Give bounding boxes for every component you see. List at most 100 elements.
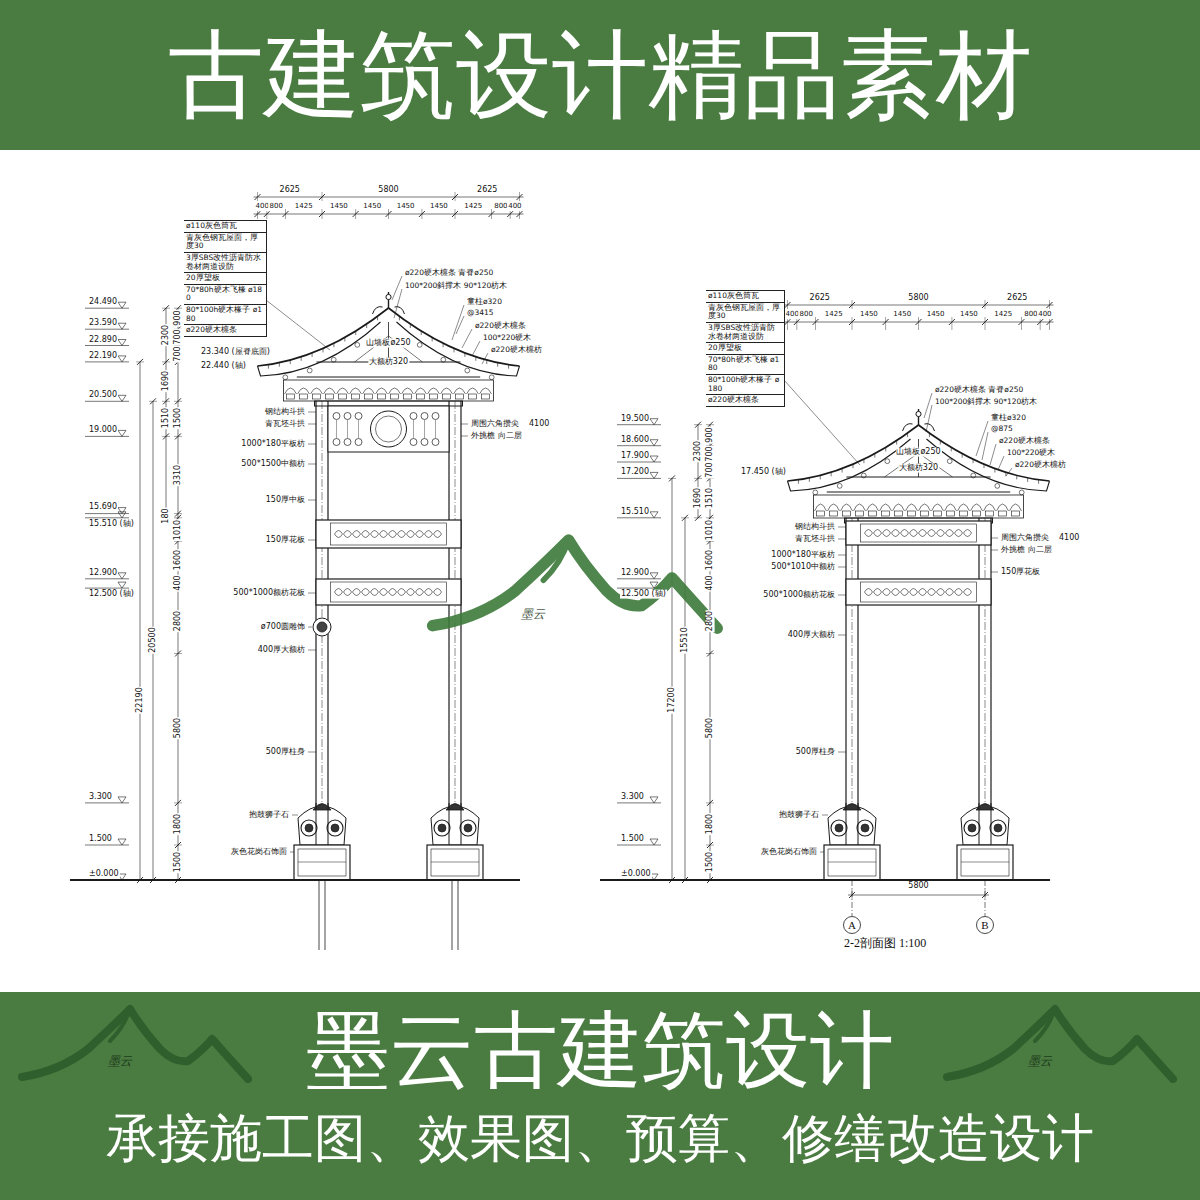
bracket-set [298, 388, 310, 394]
roof-tile [1038, 480, 1039, 484]
column [978, 518, 979, 880]
callout-text: 抱鼓狮子石 [248, 811, 290, 820]
dimension-line [706, 845, 714, 846]
dimension-line [784, 305, 1054, 306]
dimension-text: 1450 [429, 203, 449, 211]
carved-beam [371, 531, 379, 538]
carved-beam [434, 531, 442, 538]
carved-beam [955, 589, 963, 596]
dimension-line [455, 192, 456, 201]
drum-stone [964, 820, 980, 836]
bracket-set [454, 388, 466, 394]
carved-beam [335, 531, 343, 538]
frieze-panel [355, 439, 362, 446]
bracket-set [854, 504, 866, 511]
leader-line [392, 276, 402, 300]
column [452, 880, 453, 950]
dimension-text: 800 [269, 203, 284, 211]
roof-layer-note: 3厚SBS改性沥青防水卷材两道设防 [706, 323, 784, 343]
roof-tile [432, 337, 433, 341]
roof-tile [323, 348, 324, 352]
dimension-line [174, 436, 182, 437]
elevation-label: 12.900 [620, 569, 650, 578]
dimension-line [852, 317, 853, 330]
purlin [441, 357, 446, 362]
carved-beam [434, 589, 442, 596]
elevation-mark [650, 573, 658, 579]
drum-stone [449, 803, 450, 845]
dimension-line [1049, 300, 1050, 309]
elevation-label: 20.500 [88, 391, 118, 400]
dimension-line [706, 802, 714, 803]
drum-stone [861, 824, 869, 832]
dimension-line [163, 398, 169, 404]
callout-text: @875 [990, 425, 1014, 433]
bracket-set [830, 511, 838, 516]
carved-beam [861, 524, 977, 542]
bracket-set [443, 394, 451, 399]
roof-layer-list: ø110灰色筒瓦青灰色钢瓦屋面，厚度303厚SBS改性沥青防水卷材两道设防20厚… [706, 290, 785, 407]
dimension-text: 17200 [668, 686, 677, 713]
callout-text: 1000*180平板枋 [240, 440, 306, 449]
column [325, 880, 326, 950]
dimension-line [1021, 317, 1022, 330]
bracket-set [893, 504, 905, 511]
leader-line [838, 752, 846, 753]
callout-text: 青瓦坯斗拱 [264, 420, 306, 429]
callout-text: 大额枋320 [898, 464, 939, 473]
drum-stone [327, 820, 343, 836]
bracket-set [986, 511, 994, 516]
bracket-set [958, 504, 970, 511]
purlin [1019, 490, 1024, 495]
dimension-text: 1010 [174, 519, 183, 541]
callout-text: 青瓦坯斗拱 [794, 535, 836, 544]
dimension-text: 1450 [396, 203, 416, 211]
bracket-set [311, 388, 323, 394]
elevation-mark [118, 839, 126, 845]
roof-tile [301, 357, 302, 361]
bracket-set [430, 394, 438, 399]
dimension-text: 1690 [162, 370, 171, 392]
dimension-line [149, 880, 157, 881]
callout-text: 4100 [1058, 534, 1080, 543]
column-ornament [317, 622, 327, 632]
callout-text: 童柱ø320 [990, 414, 1027, 422]
bracket-set [417, 394, 425, 399]
roof-tile [853, 464, 854, 468]
roof-tile [454, 348, 455, 352]
drum-stone [846, 803, 847, 845]
carved-beam [865, 530, 873, 537]
roof-tile [929, 433, 930, 437]
flat-beam [315, 401, 463, 406]
carved-beam [865, 589, 873, 596]
bracket-set [815, 504, 827, 511]
dimension-line [175, 842, 181, 848]
ridge-finial [916, 411, 921, 416]
elevation-mark [650, 512, 658, 518]
carved-beam [937, 589, 945, 596]
callout-text: ø220硬木檩条 [474, 322, 527, 330]
drum-stone [331, 824, 339, 832]
stone-pedestal [427, 845, 483, 880]
carved-beam [353, 531, 361, 538]
elevation-label: 23.590 [88, 319, 118, 328]
drum-stone [835, 824, 843, 832]
carved-beam [964, 589, 972, 596]
carved-beam [416, 531, 424, 538]
carved-beam [398, 531, 406, 538]
roof-layer-note: ø110灰色筒瓦 [706, 291, 784, 303]
dimension-line [174, 845, 182, 846]
dimension-line [706, 424, 714, 425]
dimension-text: 1500 [174, 407, 183, 429]
dimension-line [852, 300, 853, 309]
elevation-mark [118, 797, 126, 803]
bracket-set [919, 504, 931, 511]
leader-line [308, 650, 316, 651]
carved-beam [371, 589, 379, 596]
elevation-label: 15.510 (轴) [88, 520, 135, 529]
purlin [885, 459, 890, 464]
dimension-line [1040, 317, 1041, 330]
carved-beam [353, 589, 361, 596]
roof-tile [831, 472, 832, 476]
elevation-label: ±0.000 [620, 870, 652, 879]
